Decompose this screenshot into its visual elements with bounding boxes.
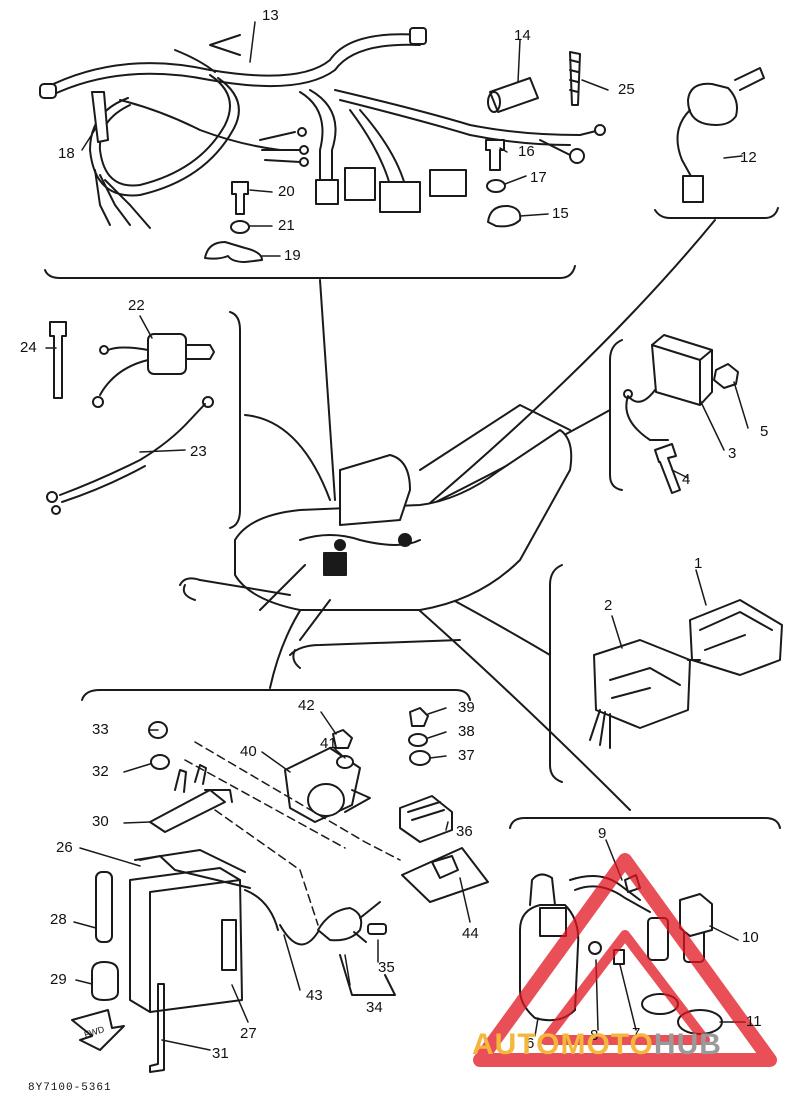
wire-harness: [39, 27, 606, 229]
nut-17: [486, 179, 506, 193]
watermark-logo: [473, 853, 777, 1067]
callout-40: 40: [240, 743, 257, 760]
leader-left: [244, 414, 331, 501]
callout-29: 29: [50, 971, 67, 988]
bolt-16: [485, 139, 505, 171]
battery-27: [129, 849, 279, 1013]
callout-5: 5: [760, 423, 769, 440]
callout-41: 41: [320, 735, 337, 752]
washer-8: [588, 941, 602, 955]
callout-25: 25: [618, 81, 635, 98]
callout-7: 7: [632, 1025, 641, 1042]
leader-switch: [409, 219, 716, 521]
callout-16: 16: [518, 143, 535, 160]
callout-39: 39: [458, 699, 475, 716]
leader-top: [319, 279, 336, 501]
callout-21: 21: [278, 217, 295, 234]
nut-5: [713, 363, 739, 389]
callout-9: 9: [598, 825, 607, 842]
callout-18: 18: [58, 145, 75, 162]
callout-11: 11: [746, 1013, 762, 1030]
callout-23: 23: [190, 443, 207, 460]
callout-44: 44: [462, 925, 479, 942]
cable-tie-24: [49, 321, 67, 399]
collar-14: [489, 77, 539, 113]
callout-33: 33: [92, 721, 109, 738]
callout-43: 43: [306, 987, 323, 1004]
nut-21: [230, 220, 250, 234]
callout-35: 35: [378, 959, 395, 976]
fwd-arrow: [71, 1009, 125, 1051]
drawing-code: 8Y7100-5361: [28, 1082, 112, 1094]
callout-31: 31: [212, 1045, 229, 1062]
spark-plug-cap-10: [679, 893, 713, 937]
fuse-34: [317, 901, 387, 943]
washer-38: [408, 733, 428, 747]
callout-17: 17: [530, 169, 547, 186]
breather-pipe-28: [95, 871, 113, 943]
callout-22: 22: [128, 297, 145, 314]
callout-20: 20: [278, 183, 295, 200]
callout-34: 34: [366, 999, 383, 1016]
bolt-20: [231, 181, 249, 215]
callout-27: 27: [240, 1025, 257, 1042]
washer-41: [336, 755, 354, 769]
callout-14: 14: [514, 27, 531, 44]
bracket-left-group: [229, 311, 241, 529]
ignition-coil-2: [589, 639, 701, 749]
bracket-top-group: [44, 265, 576, 279]
spark-plug-cap-7a: [647, 917, 669, 961]
callout-30: 30: [92, 813, 109, 830]
damper-29: [91, 961, 119, 1001]
callout-10: 10: [742, 929, 759, 946]
watermark-part-auto: AUTO: [472, 1028, 561, 1061]
nut-39: [409, 707, 429, 727]
fuse-holder-30: [149, 764, 233, 833]
stop-switch-22: [92, 333, 215, 408]
callout-13: 13: [262, 7, 279, 24]
cable-tie-18: [91, 91, 109, 143]
callout-1: 1: [694, 555, 703, 572]
wire-lead-23: [59, 403, 206, 496]
watermark-text: AUTOMOTOHUB: [472, 1028, 722, 1062]
watermark-part-moto: MOTO: [560, 1028, 654, 1061]
callout-36: 36: [456, 823, 473, 840]
callout-32: 32: [92, 763, 109, 780]
snowmobile-body: [179, 404, 573, 669]
bracket-switch-group: [654, 207, 779, 219]
starter-relay-40: [284, 747, 371, 823]
callout-19: 19: [284, 247, 301, 264]
callout-8: 8: [590, 1027, 599, 1044]
regulator-36: [399, 795, 453, 843]
callout-38: 38: [458, 723, 475, 740]
nut-42: [332, 729, 353, 749]
clamp-15: [487, 204, 522, 228]
callout-26: 26: [56, 839, 73, 856]
bracket-cdi-group: [609, 339, 623, 491]
callout-6: 6: [526, 1035, 535, 1052]
callout-12: 12: [740, 149, 757, 166]
clamp-19: [204, 241, 263, 263]
callout-37: 37: [458, 747, 475, 764]
callout-42: 42: [298, 697, 315, 714]
washer-37: [409, 750, 431, 766]
bracket-coil-group: [509, 817, 781, 829]
bolt-31: [149, 983, 165, 1073]
callout-28: 28: [50, 911, 67, 928]
callout-15: 15: [552, 205, 569, 222]
callout-4: 4: [682, 471, 691, 488]
watermark-part-hub: HUB: [653, 1028, 722, 1061]
callout-24: 24: [20, 339, 37, 356]
bracket-battery-group: [81, 689, 471, 701]
callout-3: 3: [728, 445, 737, 462]
rectifier-1: [689, 599, 783, 676]
main-switch-12: [676, 67, 765, 203]
bracket-ignition-group: [549, 564, 563, 783]
cdi-unit-3: [623, 334, 713, 441]
battery-band-26: [139, 855, 251, 889]
washer-32: [150, 754, 170, 770]
callout-2: 2: [604, 597, 613, 614]
bolt-4: [654, 443, 681, 494]
